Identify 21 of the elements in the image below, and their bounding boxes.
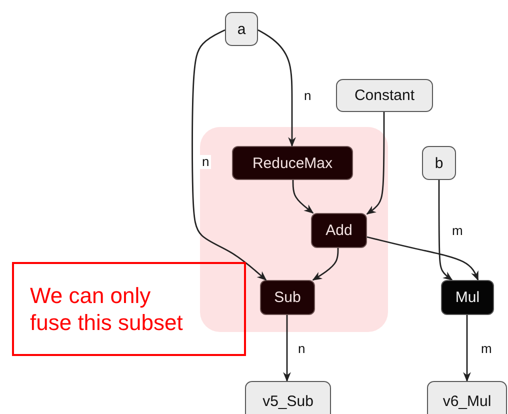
operator-node: ReduceMax	[232, 146, 353, 180]
arrow	[283, 315, 291, 382]
arrow	[366, 112, 385, 215]
arrow	[192, 29, 267, 281]
arrow	[258, 29, 296, 147]
operator-node: Constant	[336, 79, 433, 112]
arrow	[438, 180, 453, 281]
arrow	[366, 236, 479, 281]
operator-node: Sub	[260, 280, 315, 315]
operator-node: b	[422, 146, 456, 180]
edge-label: n	[200, 155, 212, 169]
operator-node: Mul	[441, 280, 494, 315]
operator-node: a	[225, 12, 258, 46]
operator-node: Add	[311, 213, 367, 248]
operator-node: v6_Mul	[427, 381, 507, 414]
arrow	[292, 180, 314, 214]
fused-region	[200, 127, 388, 332]
operator-node: v5_Sub	[245, 381, 331, 414]
annotation-box: We can only fuse this subset	[12, 262, 246, 356]
arrow	[463, 315, 471, 382]
arrow	[312, 248, 339, 281]
